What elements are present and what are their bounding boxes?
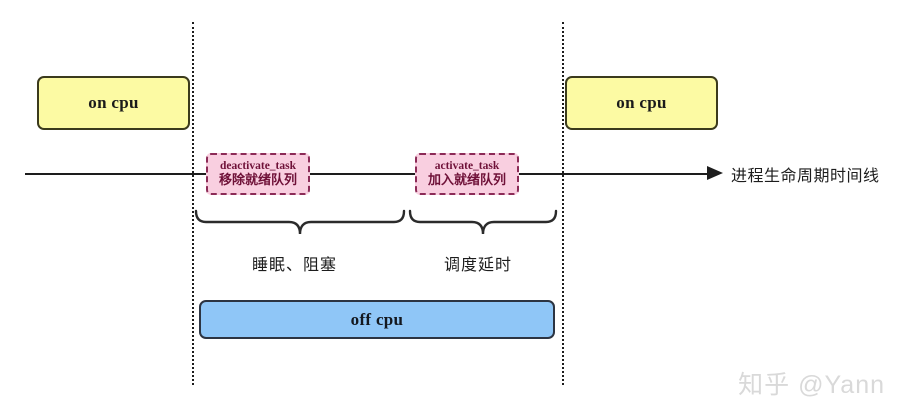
brace-sleep-block — [194, 209, 406, 235]
state-label-off-cpu: off cpu — [350, 309, 404, 329]
divider-line-right — [562, 22, 564, 385]
state-box-on-cpu-right: on cpu — [565, 76, 718, 130]
event-box-activate-task: activate_task 加入就绪队列 — [415, 153, 519, 195]
timeline-axis — [25, 173, 711, 175]
state-box-on-cpu-left: on cpu — [37, 76, 190, 130]
state-label-on-cpu-right: on cpu — [616, 93, 667, 112]
event-function-activate: activate_task — [434, 160, 500, 173]
interval-label-schedule-latency: 调度延时 — [444, 257, 513, 274]
event-box-deactivate-task: deactivate_task 移除就绪队列 — [206, 153, 310, 195]
event-description-activate: 加入就绪队列 — [427, 172, 506, 188]
brace-schedule-latency — [408, 209, 558, 235]
state-box-off-cpu: off cpu — [199, 300, 555, 339]
event-description-deactivate: 移除就绪队列 — [218, 172, 297, 188]
divider-line-left — [192, 22, 194, 385]
event-function-deactivate: deactivate_task — [219, 160, 296, 173]
watermark: 知乎 @Yann — [738, 371, 885, 399]
state-label-on-cpu-left: on cpu — [88, 93, 139, 112]
arrow-right-icon — [707, 166, 723, 180]
timeline-label: 进程生命周期时间线 — [731, 168, 880, 185]
interval-label-sleep-block: 睡眠、阻塞 — [252, 257, 338, 274]
